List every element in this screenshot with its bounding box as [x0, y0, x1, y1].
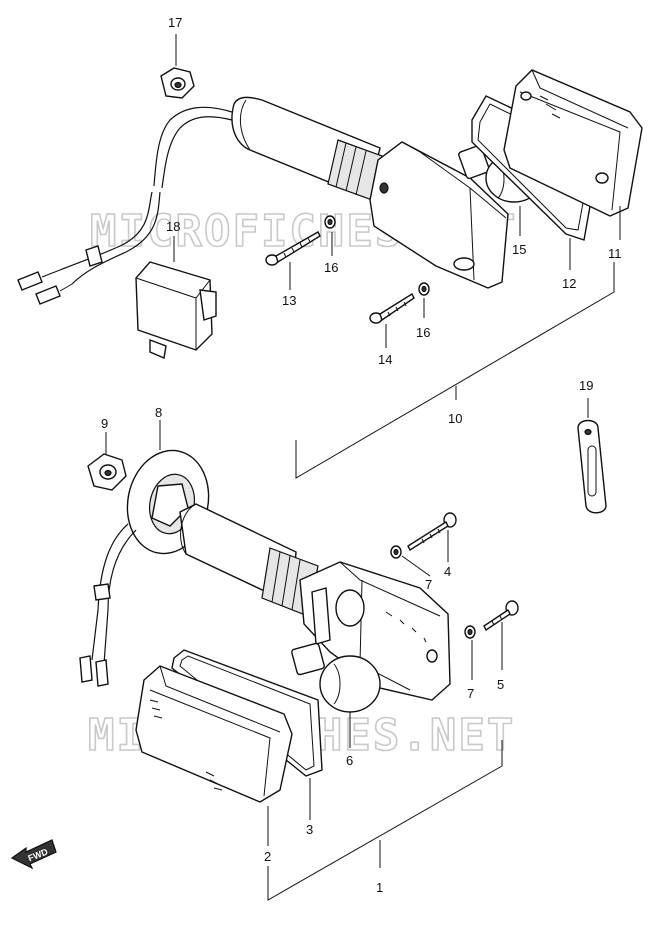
label-7b: 7	[467, 686, 474, 701]
label-10: 10	[448, 411, 462, 426]
turn-signal-assembly-bottom	[79, 420, 519, 901]
lens-2	[135, 665, 293, 803]
label-18: 18	[166, 219, 180, 234]
bracket-19	[577, 398, 607, 514]
label-15: 15	[512, 242, 526, 257]
label-16a: 16	[324, 260, 338, 275]
screw-14	[369, 292, 415, 324]
label-3: 3	[306, 822, 313, 837]
label-17: 17	[168, 15, 182, 30]
screw-4	[407, 512, 457, 552]
lens-11	[503, 69, 643, 217]
washer-7b	[464, 625, 476, 639]
part-labels: 17 18 13 16 14 16 15 12 11 10 19 9 8 4 7…	[101, 15, 622, 895]
label-11: 11	[608, 246, 622, 261]
label-9: 9	[101, 416, 108, 431]
label-6: 6	[346, 753, 353, 768]
washer-16b	[418, 282, 430, 296]
label-7a: 7	[425, 577, 432, 592]
washer-16a	[324, 215, 336, 229]
label-19: 19	[579, 378, 593, 393]
label-2: 2	[264, 849, 271, 864]
label-1: 1	[376, 880, 383, 895]
screw-13	[265, 231, 321, 266]
label-16b: 16	[416, 325, 430, 340]
washer-7a	[390, 545, 402, 559]
label-13: 13	[282, 293, 296, 308]
label-8: 8	[155, 405, 162, 420]
nut-9	[87, 453, 127, 491]
label-4: 4	[444, 564, 451, 579]
fwd-arrow-icon: FWD	[10, 839, 57, 870]
label-5: 5	[497, 677, 504, 692]
label-12: 12	[562, 276, 576, 291]
nut-17	[160, 67, 195, 99]
label-14: 14	[378, 352, 392, 367]
bulb-6	[291, 642, 381, 713]
relay-18	[135, 261, 217, 359]
screw-5	[483, 600, 519, 632]
turn-signal-assembly-top	[17, 34, 643, 479]
